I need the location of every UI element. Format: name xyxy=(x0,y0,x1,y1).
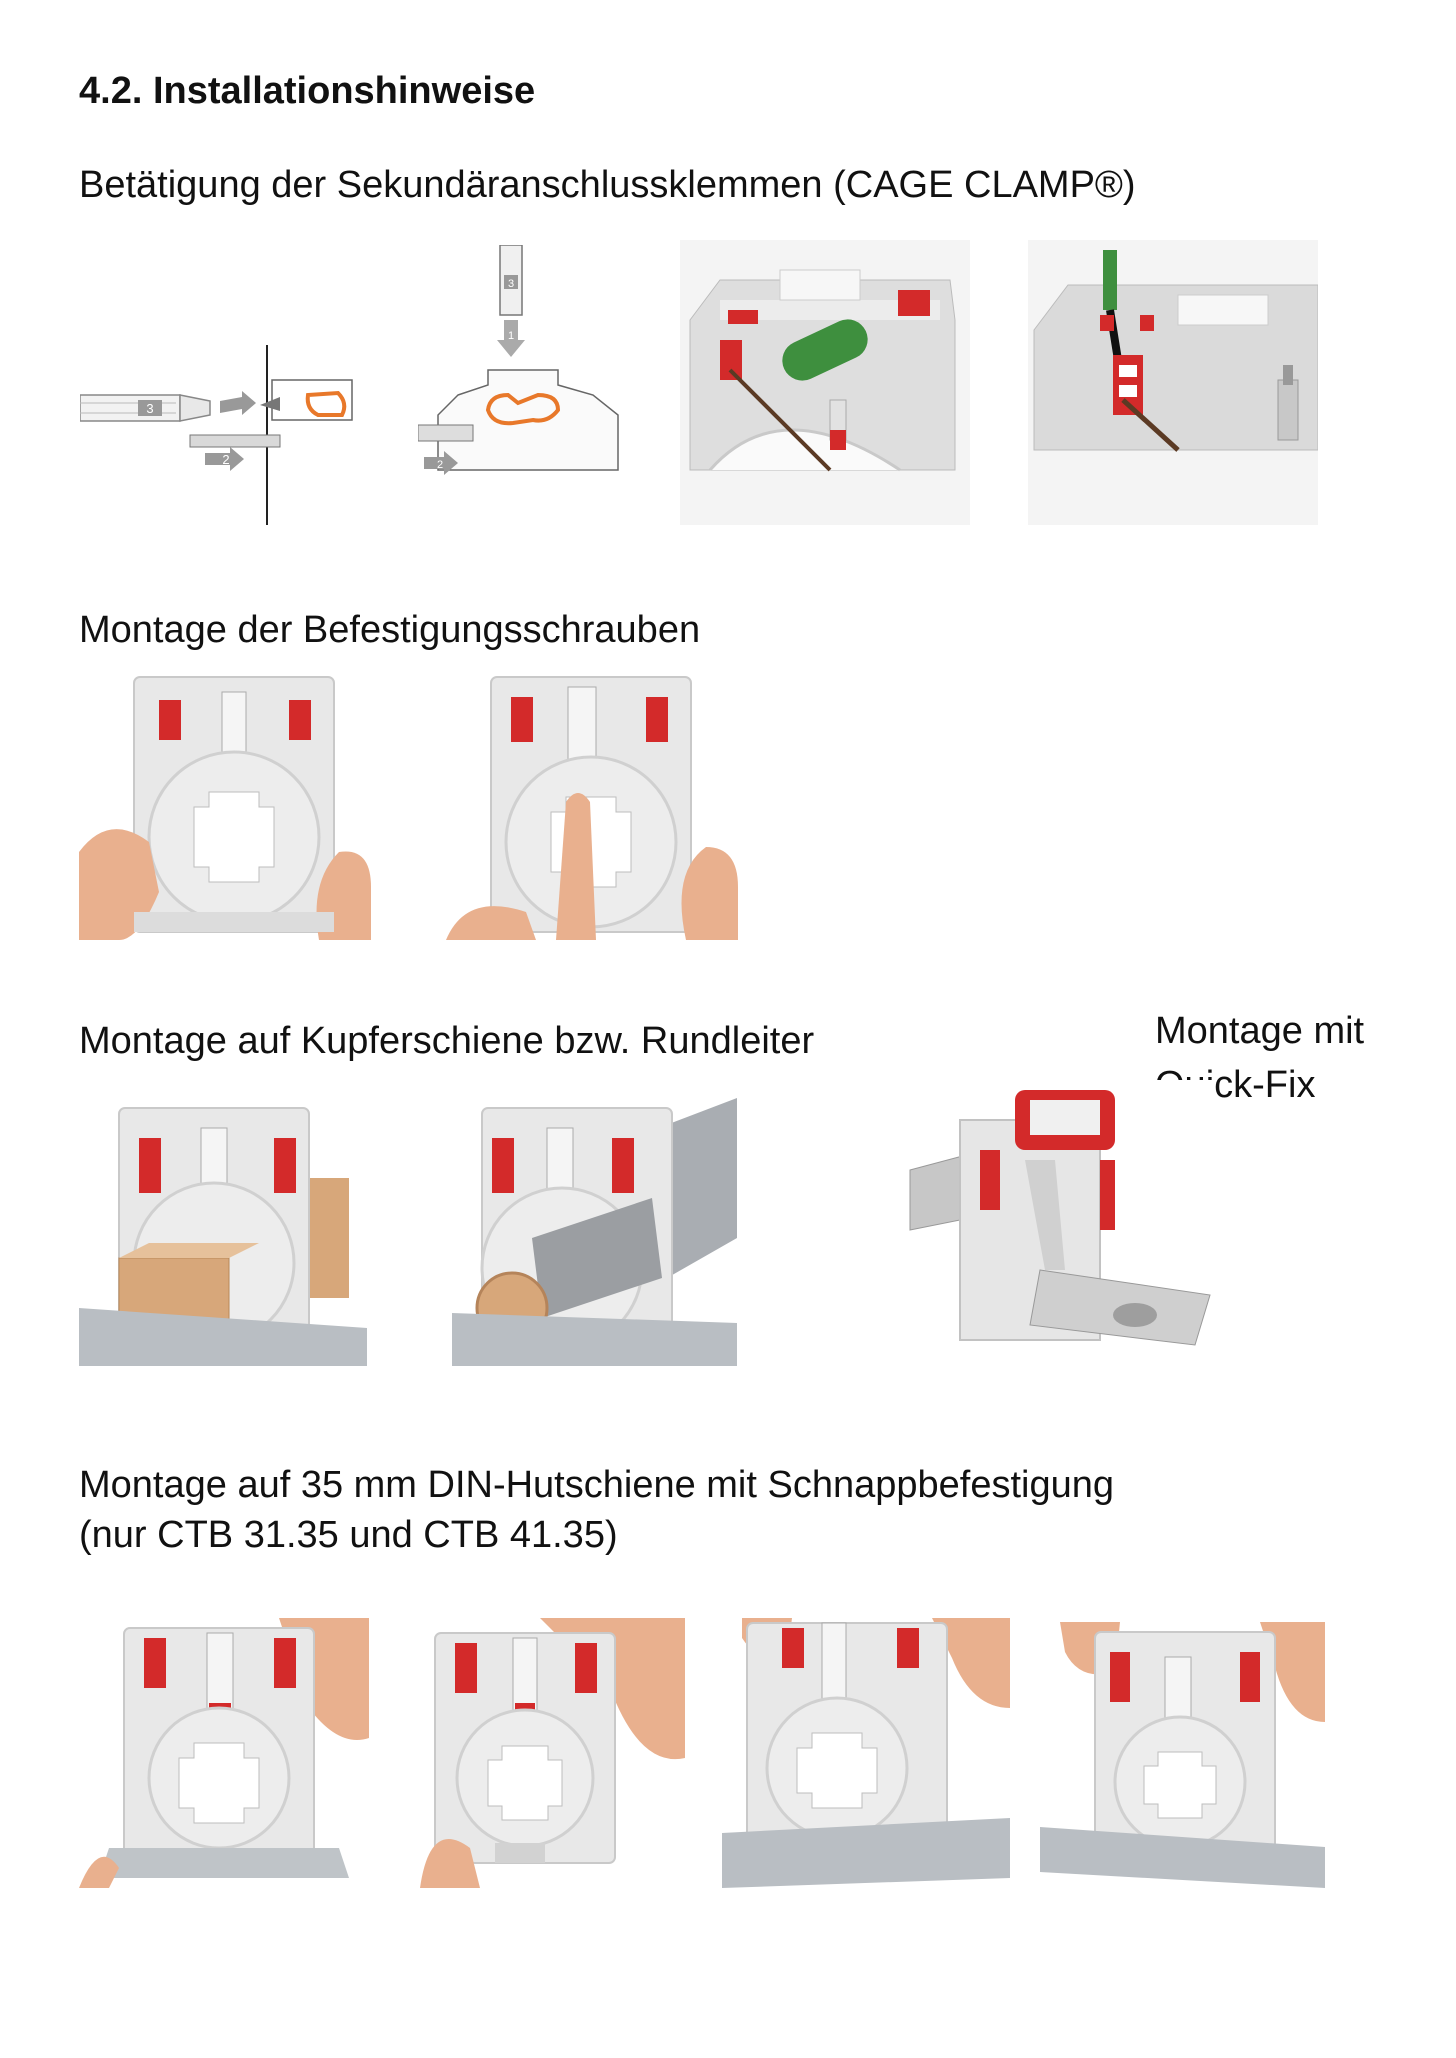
step-1-label: 1 xyxy=(508,330,514,342)
caption-quickfix-line1: Montage mit xyxy=(1155,1010,1365,1052)
photo-din-rail-step-1 xyxy=(79,1618,369,1888)
photo-screw-mount-1 xyxy=(79,672,371,940)
photo-cage-clamp-screwdriver-black-svg xyxy=(1028,240,1318,525)
step-2-top-label: 2 xyxy=(437,459,443,471)
photo-screw-mount-2-svg xyxy=(446,672,738,940)
photo-busbar-round-conductor-svg xyxy=(452,1098,737,1366)
section-number: 4.2. xyxy=(79,70,143,112)
cage-clamp-diagram-top: 3 1 2 xyxy=(418,245,640,485)
cage-clamp-diagram-top-svg: 3 1 2 xyxy=(418,245,619,475)
step-3-top-label: 3 xyxy=(508,278,514,290)
photo-din-rail-step-1-svg xyxy=(79,1618,369,1888)
photo-busbar-round-conductor xyxy=(452,1098,737,1366)
cage-clamp-diagram-side: 3 2 xyxy=(80,345,362,525)
photo-cage-clamp-screwdriver-green-svg xyxy=(680,240,970,525)
photo-busbar-copper-svg xyxy=(79,1098,367,1366)
section-title: Installationshinweise xyxy=(152,70,536,112)
photo-busbar-copper xyxy=(79,1098,367,1366)
caption-screws: Montage der Befestigungsschrauben xyxy=(79,609,701,651)
photo-din-rail-step-4 xyxy=(1040,1622,1325,1888)
caption-din-line2: (nur CTB 31.35 und CTB 41.35) xyxy=(79,1514,618,1556)
photo-cage-clamp-screwdriver-black xyxy=(1028,240,1318,525)
photo-din-rail-step-2-svg xyxy=(400,1618,685,1888)
photo-quick-fix-mount xyxy=(905,1080,1215,1370)
caption-din-line1: Montage auf 35 mm DIN-Hutschiene mit Sch… xyxy=(79,1464,1114,1506)
photo-screw-mount-2 xyxy=(446,672,738,940)
photo-din-rail-step-2 xyxy=(400,1618,685,1888)
caption-busbar: Montage auf Kupferschiene bzw. Rundleite… xyxy=(79,1020,815,1062)
photo-screw-mount-1-svg xyxy=(79,672,371,940)
photo-din-rail-step-3 xyxy=(722,1618,1010,1888)
caption-cage-clamp: Betätigung der Sekundäranschlussklemmen … xyxy=(79,164,1136,206)
section-heading: 4.2. Installationshinweise xyxy=(79,70,535,113)
photo-din-rail-step-3-svg xyxy=(722,1618,1010,1888)
step-3-label: 3 xyxy=(146,401,153,416)
photo-quick-fix-mount-svg xyxy=(905,1080,1215,1370)
step-2-label: 2 xyxy=(222,452,229,467)
photo-cage-clamp-screwdriver-green xyxy=(680,240,970,525)
cage-clamp-diagram-side-svg: 3 2 xyxy=(80,345,353,525)
photo-din-rail-step-4-svg xyxy=(1040,1622,1325,1888)
